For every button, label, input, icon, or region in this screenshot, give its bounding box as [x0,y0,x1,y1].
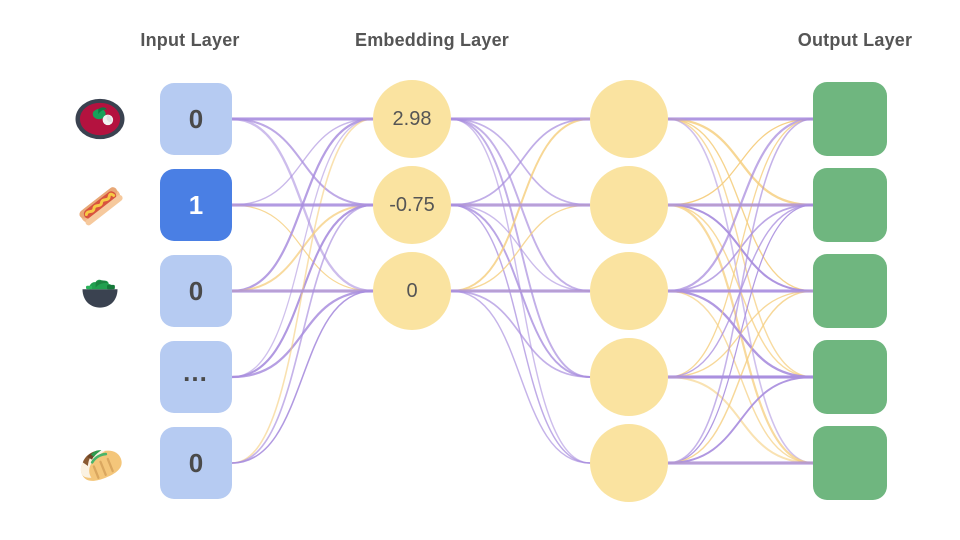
input-node-2[interactable]: 0 [160,255,232,327]
input-node-1[interactable]: 1 [160,169,232,241]
input-node-0-value: 0 [188,103,204,134]
hidden-node-0[interactable] [590,80,668,158]
output-node-1[interactable] [813,168,887,242]
hot-dog-icon [72,177,128,233]
output-node-2[interactable] [813,254,887,328]
embedding-node-0[interactable]: 2.98 [373,80,451,158]
burrito-icon [72,435,128,491]
embedding-node-0-value: 2.98 [392,107,432,130]
input-node-0[interactable]: 0 [160,83,232,155]
beet-salad-bowl-icon [72,91,128,147]
green-salad-bowl-icon [72,263,128,319]
hidden-node-4[interactable] [590,424,668,502]
embedding-layer-title: Embedding Layer [354,30,510,50]
input-node-2-value: 0 [188,275,204,306]
embedding-node-1-value: -0.75 [389,193,435,216]
input-node-3[interactable]: … [160,341,232,413]
output-layer-title: Output Layer [797,30,913,50]
output-node-4[interactable] [813,426,887,500]
embedding-node-2[interactable]: 0 [373,252,451,330]
embedding-node-1[interactable]: -0.75 [373,166,451,244]
input-node-4-value: 0 [188,447,204,478]
output-node-0[interactable] [813,82,887,156]
embedding-node-2-value: 0 [406,279,418,302]
hidden-node-2[interactable] [590,252,668,330]
input-layer-title: Input Layer [140,30,240,50]
output-node-3[interactable] [813,340,887,414]
hidden-node-1[interactable] [590,166,668,244]
hidden-node-3[interactable] [590,338,668,416]
input-node-4[interactable]: 0 [160,427,232,499]
input-node-1-value: 1 [188,189,204,220]
